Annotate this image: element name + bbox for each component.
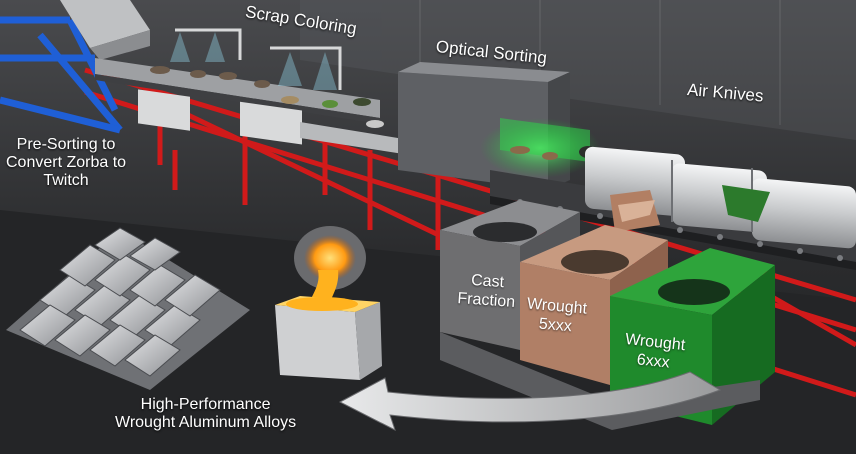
bin-label-cast-fraction: Cast Fraction	[457, 271, 517, 313]
label-pre-sorting-line-1: Pre-Sorting to	[16, 136, 116, 153]
bin-label-wrought-5xxx: Wrought 5xxx	[524, 295, 587, 338]
return-arrow	[338, 371, 722, 431]
label-pre-sorting-line-3: Twitch	[43, 171, 89, 189]
label-final-product-line-1: High-Performance	[140, 396, 271, 413]
melting-furnace	[275, 226, 382, 380]
pre-sorting-hopper	[0, 0, 150, 134]
optical-sorting-unit	[398, 62, 600, 190]
label-final-product: High-Performance Wrought Aluminum Alloys	[115, 396, 296, 432]
air-knives	[585, 146, 856, 249]
bin-label-wrought-6xxx: Wrought 6xxx	[622, 331, 686, 375]
label-pre-sorting: Pre-Sorting to Convert Zorba to Twitch	[6, 136, 126, 190]
aluminum-ingot-stack	[6, 227, 250, 390]
label-final-product-line-2: Wrought Aluminum Alloys	[115, 413, 297, 431]
scrap-coloring-belt	[95, 28, 410, 155]
bin-label-cast-line-2: Fraction	[456, 289, 516, 311]
label-pre-sorting-line-2: Convert Zorba to	[6, 153, 127, 171]
sorting-bins	[440, 200, 775, 430]
